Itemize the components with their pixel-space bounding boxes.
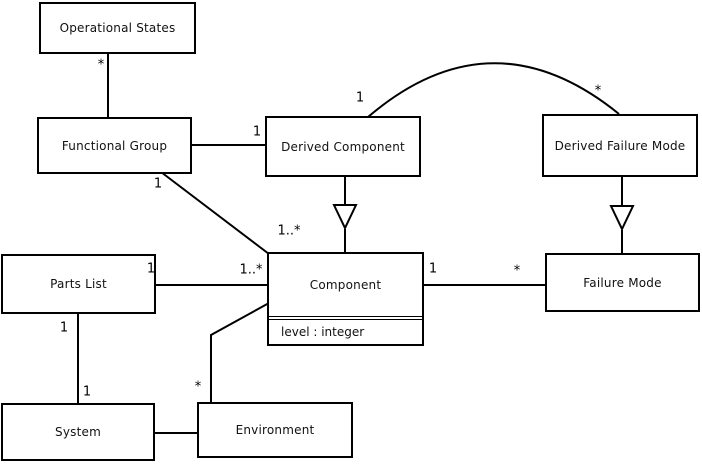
- association-functionalgroup-component-line: [160, 171, 270, 255]
- generalization-triangle-icon: [332, 204, 358, 231]
- multiplicity-component-onestar-diag: 1..*: [277, 223, 301, 239]
- class-system[interactable]: System: [1, 403, 155, 461]
- class-name-label: Component: [309, 278, 382, 292]
- multiplicity-environment-star: *: [194, 379, 202, 395]
- class-functional-group[interactable]: Functional Group: [37, 117, 192, 174]
- class-derived-component[interactable]: Derived Component: [265, 116, 421, 177]
- class-name-label: Functional Group: [61, 138, 168, 153]
- class-name-label: Parts List: [50, 277, 107, 291]
- multiplicity-functionalgroup-one: 1: [153, 176, 163, 192]
- class-name-label: Operational States: [59, 21, 176, 35]
- class-name-label: Derived Failure Mode: [554, 138, 686, 153]
- multiplicity-derivedcomponent-one: 1: [252, 124, 262, 140]
- multiplicity-failuremode-star: *: [513, 263, 521, 279]
- multiplicity-operationalstates-star: *: [97, 57, 105, 73]
- multiplicity-arc-one: 1: [355, 90, 365, 106]
- class-component[interactable]: Component level : integer: [267, 252, 424, 346]
- association-derivedcomponent-derivedfailuremode-arc: [367, 62, 620, 118]
- class-failure-mode[interactable]: Failure Mode: [545, 253, 700, 312]
- class-name-label: Derived Component: [281, 139, 405, 154]
- generalization-triangle-icon: [609, 205, 635, 232]
- class-attribute-level: level : integer: [269, 316, 422, 344]
- class-parts-list[interactable]: Parts List: [1, 254, 156, 314]
- class-name-label: Environment: [235, 423, 315, 437]
- class-name-label: System: [55, 425, 101, 439]
- multiplicity-component-onestar-left: 1..*: [239, 262, 263, 278]
- association-environment-component-line: [210, 302, 270, 403]
- multiplicity-component-one-right: 1: [428, 261, 438, 277]
- multiplicity-arc-star: *: [594, 83, 602, 99]
- class-operational-states[interactable]: Operational States: [39, 2, 196, 54]
- class-name-label: Failure Mode: [583, 275, 662, 290]
- class-environment[interactable]: Environment: [197, 402, 353, 458]
- multiplicity-system-one: 1: [82, 384, 92, 400]
- class-derived-failure-mode[interactable]: Derived Failure Mode: [542, 114, 698, 177]
- multiplicity-partslist-one: 1: [146, 261, 156, 277]
- multiplicity-partslist-bottom-one: 1: [59, 320, 69, 336]
